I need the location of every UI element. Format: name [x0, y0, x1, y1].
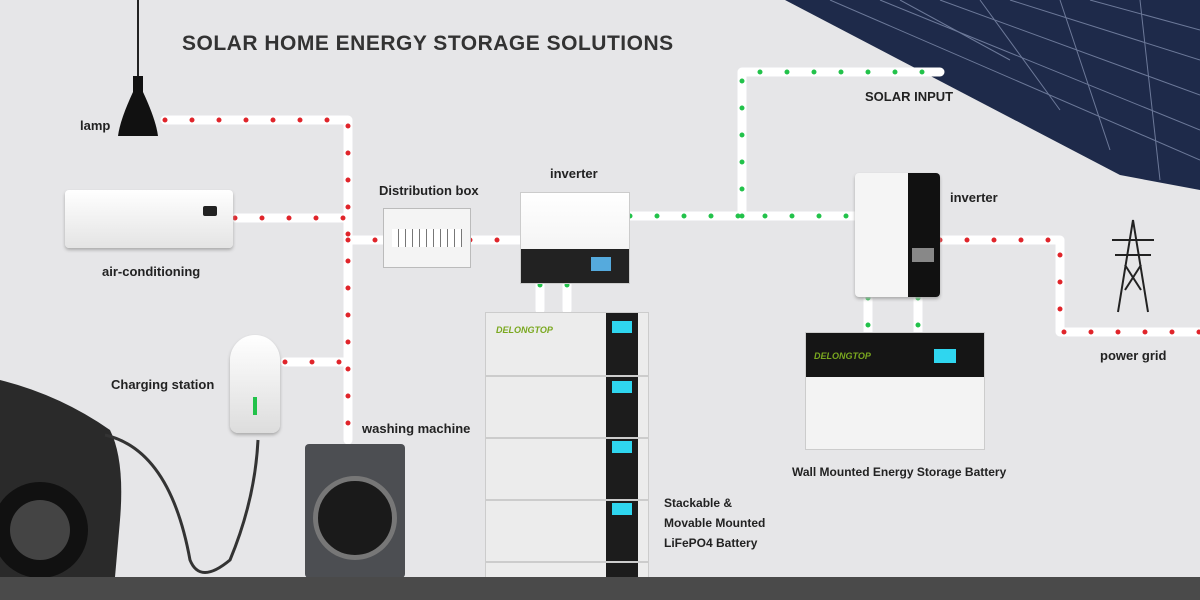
cable-paths: [160, 67, 1200, 445]
solar-panel: [785, 0, 1200, 190]
charging-station: [230, 335, 280, 433]
wall-battery: DELONGTOP: [805, 332, 985, 450]
dc-dots: [537, 69, 943, 335]
label-stack-battery-2: Movable Mounted: [664, 516, 766, 530]
label-wall-battery: Wall Mounted Energy Storage Battery: [792, 465, 1007, 479]
inverter-right: [855, 173, 940, 297]
washing-machine: [305, 444, 405, 578]
label-stack-battery-1: Stackable &: [664, 496, 733, 510]
brand-logo: DELONGTOP: [496, 325, 553, 335]
label-distribution-box: Distribution box: [379, 183, 479, 198]
brand-logo-wall: DELONGTOP: [814, 351, 871, 361]
label-washing-machine: washing machine: [362, 421, 471, 436]
label-inverter-right: inverter: [950, 190, 998, 205]
label-stack-battery-3: LiFePO4 Battery: [664, 536, 758, 550]
page-title: SOLAR HOME ENERGY STORAGE SOLUTIONS: [182, 32, 674, 55]
floor: [0, 577, 1200, 600]
label-lamp: lamp: [80, 118, 111, 133]
ac-dots: [162, 117, 1200, 443]
power-pylon-icon: [1112, 219, 1154, 313]
label-power-grid: power grid: [1100, 348, 1167, 363]
distribution-box: [383, 208, 471, 268]
label-charging-station: Charging station: [111, 377, 215, 392]
label-solar-input: SOLAR INPUT: [865, 89, 954, 104]
electric-car: [0, 380, 260, 578]
stackable-battery: DELONGTOP: [485, 312, 649, 580]
label-inverter-left: inverter: [550, 166, 598, 181]
lamp-icon: [118, 0, 158, 136]
air-conditioner: [65, 190, 233, 248]
inverter-left: [520, 192, 630, 284]
label-air-conditioning: air-conditioning: [102, 264, 201, 279]
